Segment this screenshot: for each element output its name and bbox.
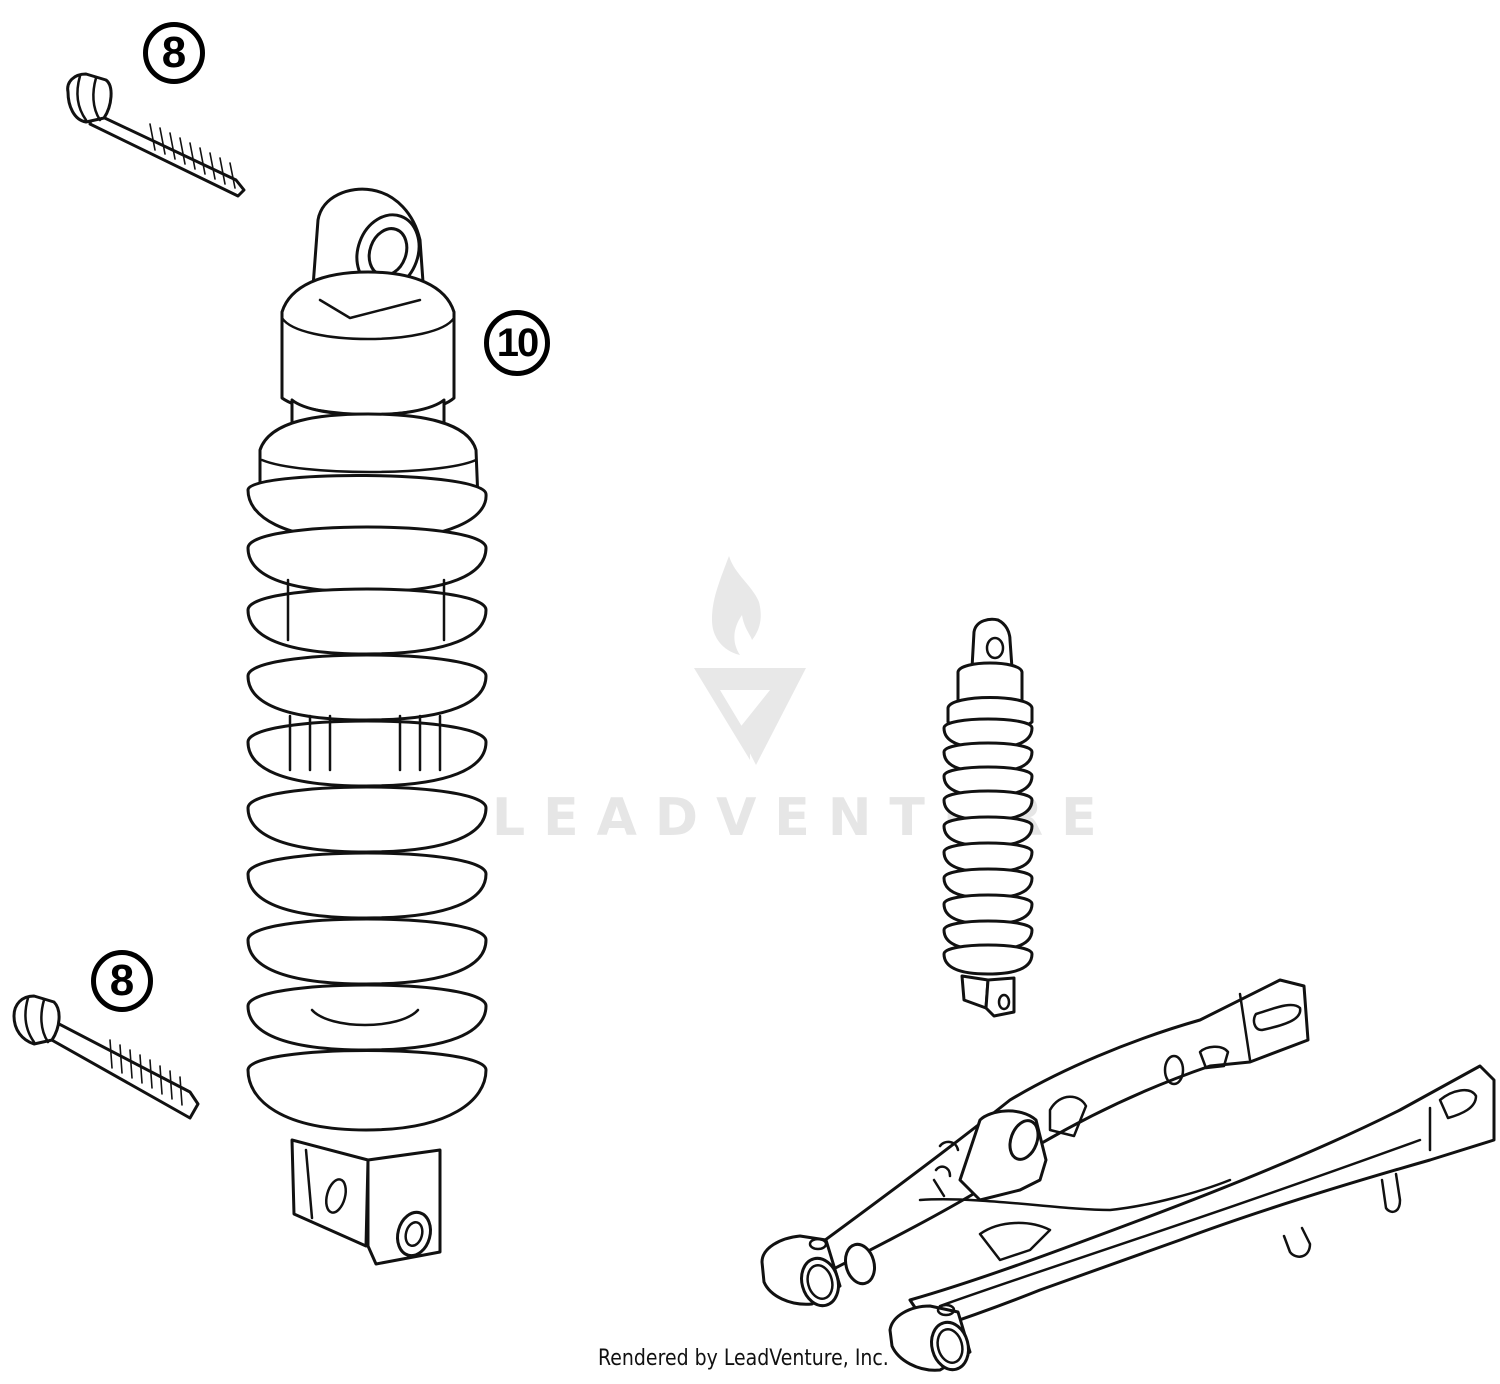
- spring-coils: [246, 473, 488, 1132]
- callout-10[interactable]: 10: [484, 310, 550, 376]
- shock-absorber-small-icon: [942, 617, 1034, 1018]
- callout-8-bottom[interactable]: 8: [91, 950, 153, 1012]
- shock-absorber-large-icon: [246, 187, 488, 1266]
- bolt-top-icon: [66, 72, 246, 198]
- callout-8-top[interactable]: 8: [143, 22, 205, 84]
- callout-label: 8: [161, 28, 187, 77]
- footer-credit: Rendered by LeadVenture, Inc.: [598, 1346, 889, 1371]
- callout-label: 8: [109, 956, 135, 1005]
- bolt-bottom-icon: [12, 994, 200, 1120]
- callout-label: 10: [496, 320, 539, 365]
- swingarm-icon: [760, 978, 1496, 1372]
